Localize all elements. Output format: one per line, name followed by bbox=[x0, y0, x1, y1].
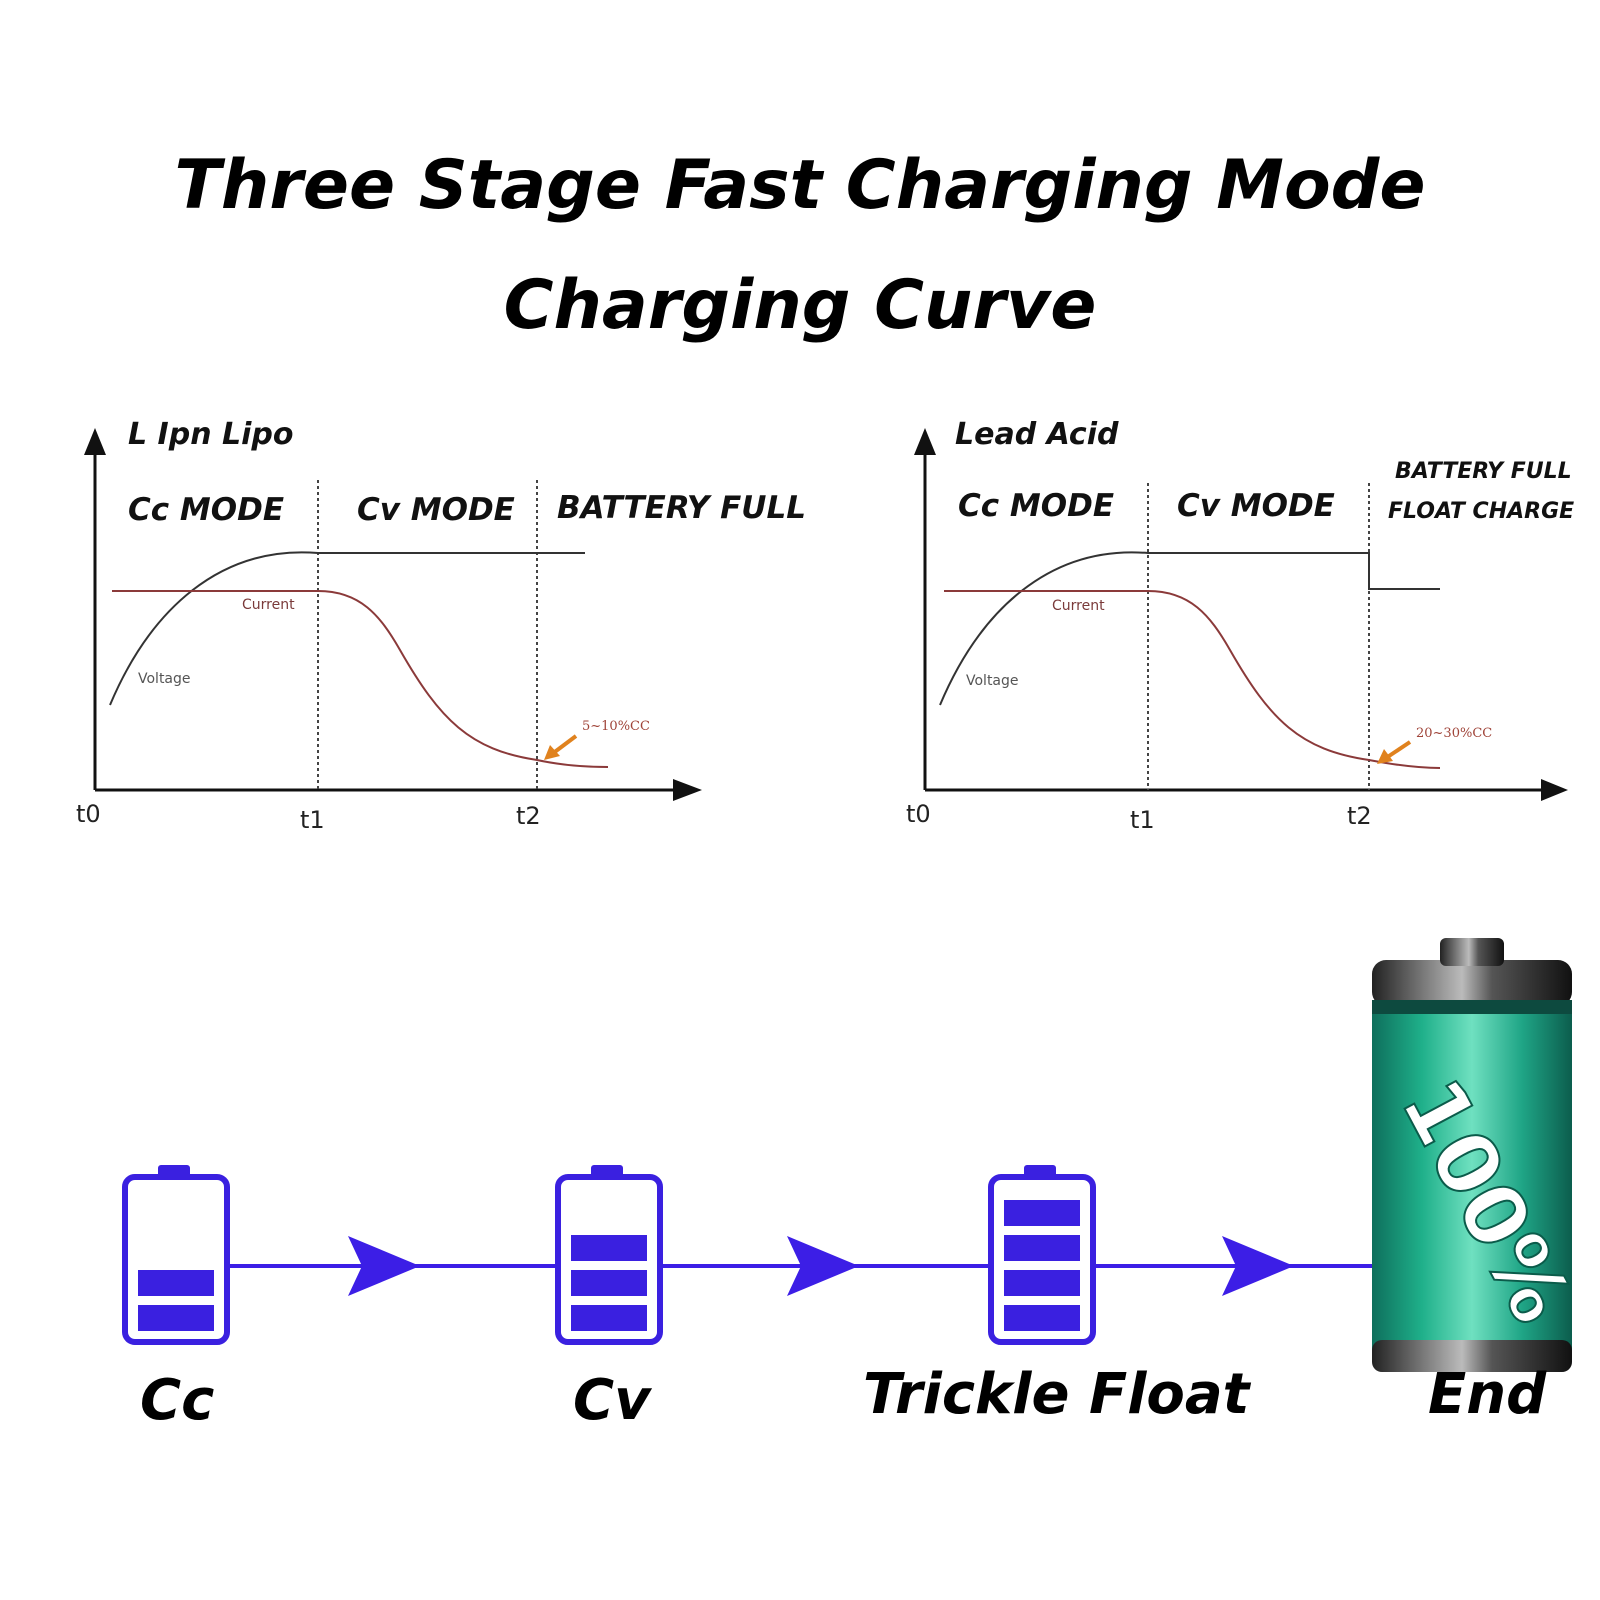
stage-label-trickle-float: Trickle Float bbox=[863, 1362, 1250, 1427]
tick-t1: t1 bbox=[1130, 806, 1155, 834]
tick-t2: t2 bbox=[1347, 802, 1372, 830]
voltage-curve bbox=[939, 551, 1440, 706]
battery-high-icon bbox=[988, 1165, 1096, 1345]
battery-low-icon bbox=[122, 1165, 230, 1345]
flow-arrow-1-icon bbox=[348, 1236, 420, 1296]
annotation-label: 5~10%CC bbox=[582, 719, 650, 734]
annotation-arrowhead bbox=[1377, 749, 1393, 764]
x-axis-arrowhead bbox=[1541, 779, 1568, 801]
tick-t2: t2 bbox=[516, 802, 541, 830]
current-label: Current bbox=[1052, 598, 1105, 614]
mode-label-cc: Cc MODE bbox=[958, 488, 1114, 524]
annotation-arrow bbox=[550, 734, 578, 756]
battery-full-icon: 100% bbox=[1372, 938, 1592, 1372]
y-axis-arrowhead bbox=[914, 428, 936, 455]
current-curve bbox=[944, 590, 1441, 769]
y-axis-arrowhead bbox=[84, 428, 106, 455]
flow-arrow-3-icon bbox=[1222, 1236, 1294, 1296]
flow-arrow-2-icon bbox=[787, 1236, 859, 1296]
current-label: Current bbox=[242, 597, 295, 613]
mode-label-cv: Cv MODE bbox=[1177, 488, 1335, 524]
x-axis-arrowhead bbox=[673, 779, 702, 801]
tick-t0: t0 bbox=[906, 800, 931, 828]
chart-heading: Lead Acid bbox=[955, 417, 1119, 452]
voltage-curve bbox=[109, 551, 585, 706]
chart-lead-acid: Lead Acid Cc MODE Cv MODE BATTERY FULL F… bbox=[906, 417, 1574, 834]
mode-label-float: FLOAT CHARGE bbox=[1388, 499, 1574, 524]
stage-label-cv: Cv bbox=[573, 1368, 651, 1433]
tick-t1: t1 bbox=[300, 806, 325, 834]
mode-label-full: BATTERY FULL bbox=[557, 490, 806, 526]
page-title: Three Stage Fast Charging Mode bbox=[174, 146, 1426, 225]
annotation-arrow bbox=[1384, 740, 1412, 760]
mode-label-cv: Cv MODE bbox=[357, 492, 515, 528]
chart-lipo: L Ipn Lipo Cc MODE Cv MODE BATTERY FULL … bbox=[76, 417, 806, 834]
page-subtitle: Charging Curve bbox=[503, 266, 1097, 345]
annotation-arrowhead bbox=[544, 745, 560, 760]
stage-label-end: End bbox=[1428, 1362, 1547, 1427]
battery-mid-icon bbox=[555, 1165, 663, 1345]
annotation-label: 20~30%CC bbox=[1416, 726, 1492, 741]
chart-heading: L Ipn Lipo bbox=[128, 417, 293, 452]
voltage-label: Voltage bbox=[966, 673, 1019, 689]
charging-flow bbox=[122, 1165, 1372, 1345]
current-curve bbox=[112, 590, 609, 768]
tick-t0: t0 bbox=[76, 800, 101, 828]
voltage-label: Voltage bbox=[138, 671, 191, 687]
mode-label-cc: Cc MODE bbox=[128, 492, 284, 528]
stage-label-cc: Cc bbox=[140, 1368, 215, 1433]
mode-label-full: BATTERY FULL bbox=[1395, 459, 1572, 484]
